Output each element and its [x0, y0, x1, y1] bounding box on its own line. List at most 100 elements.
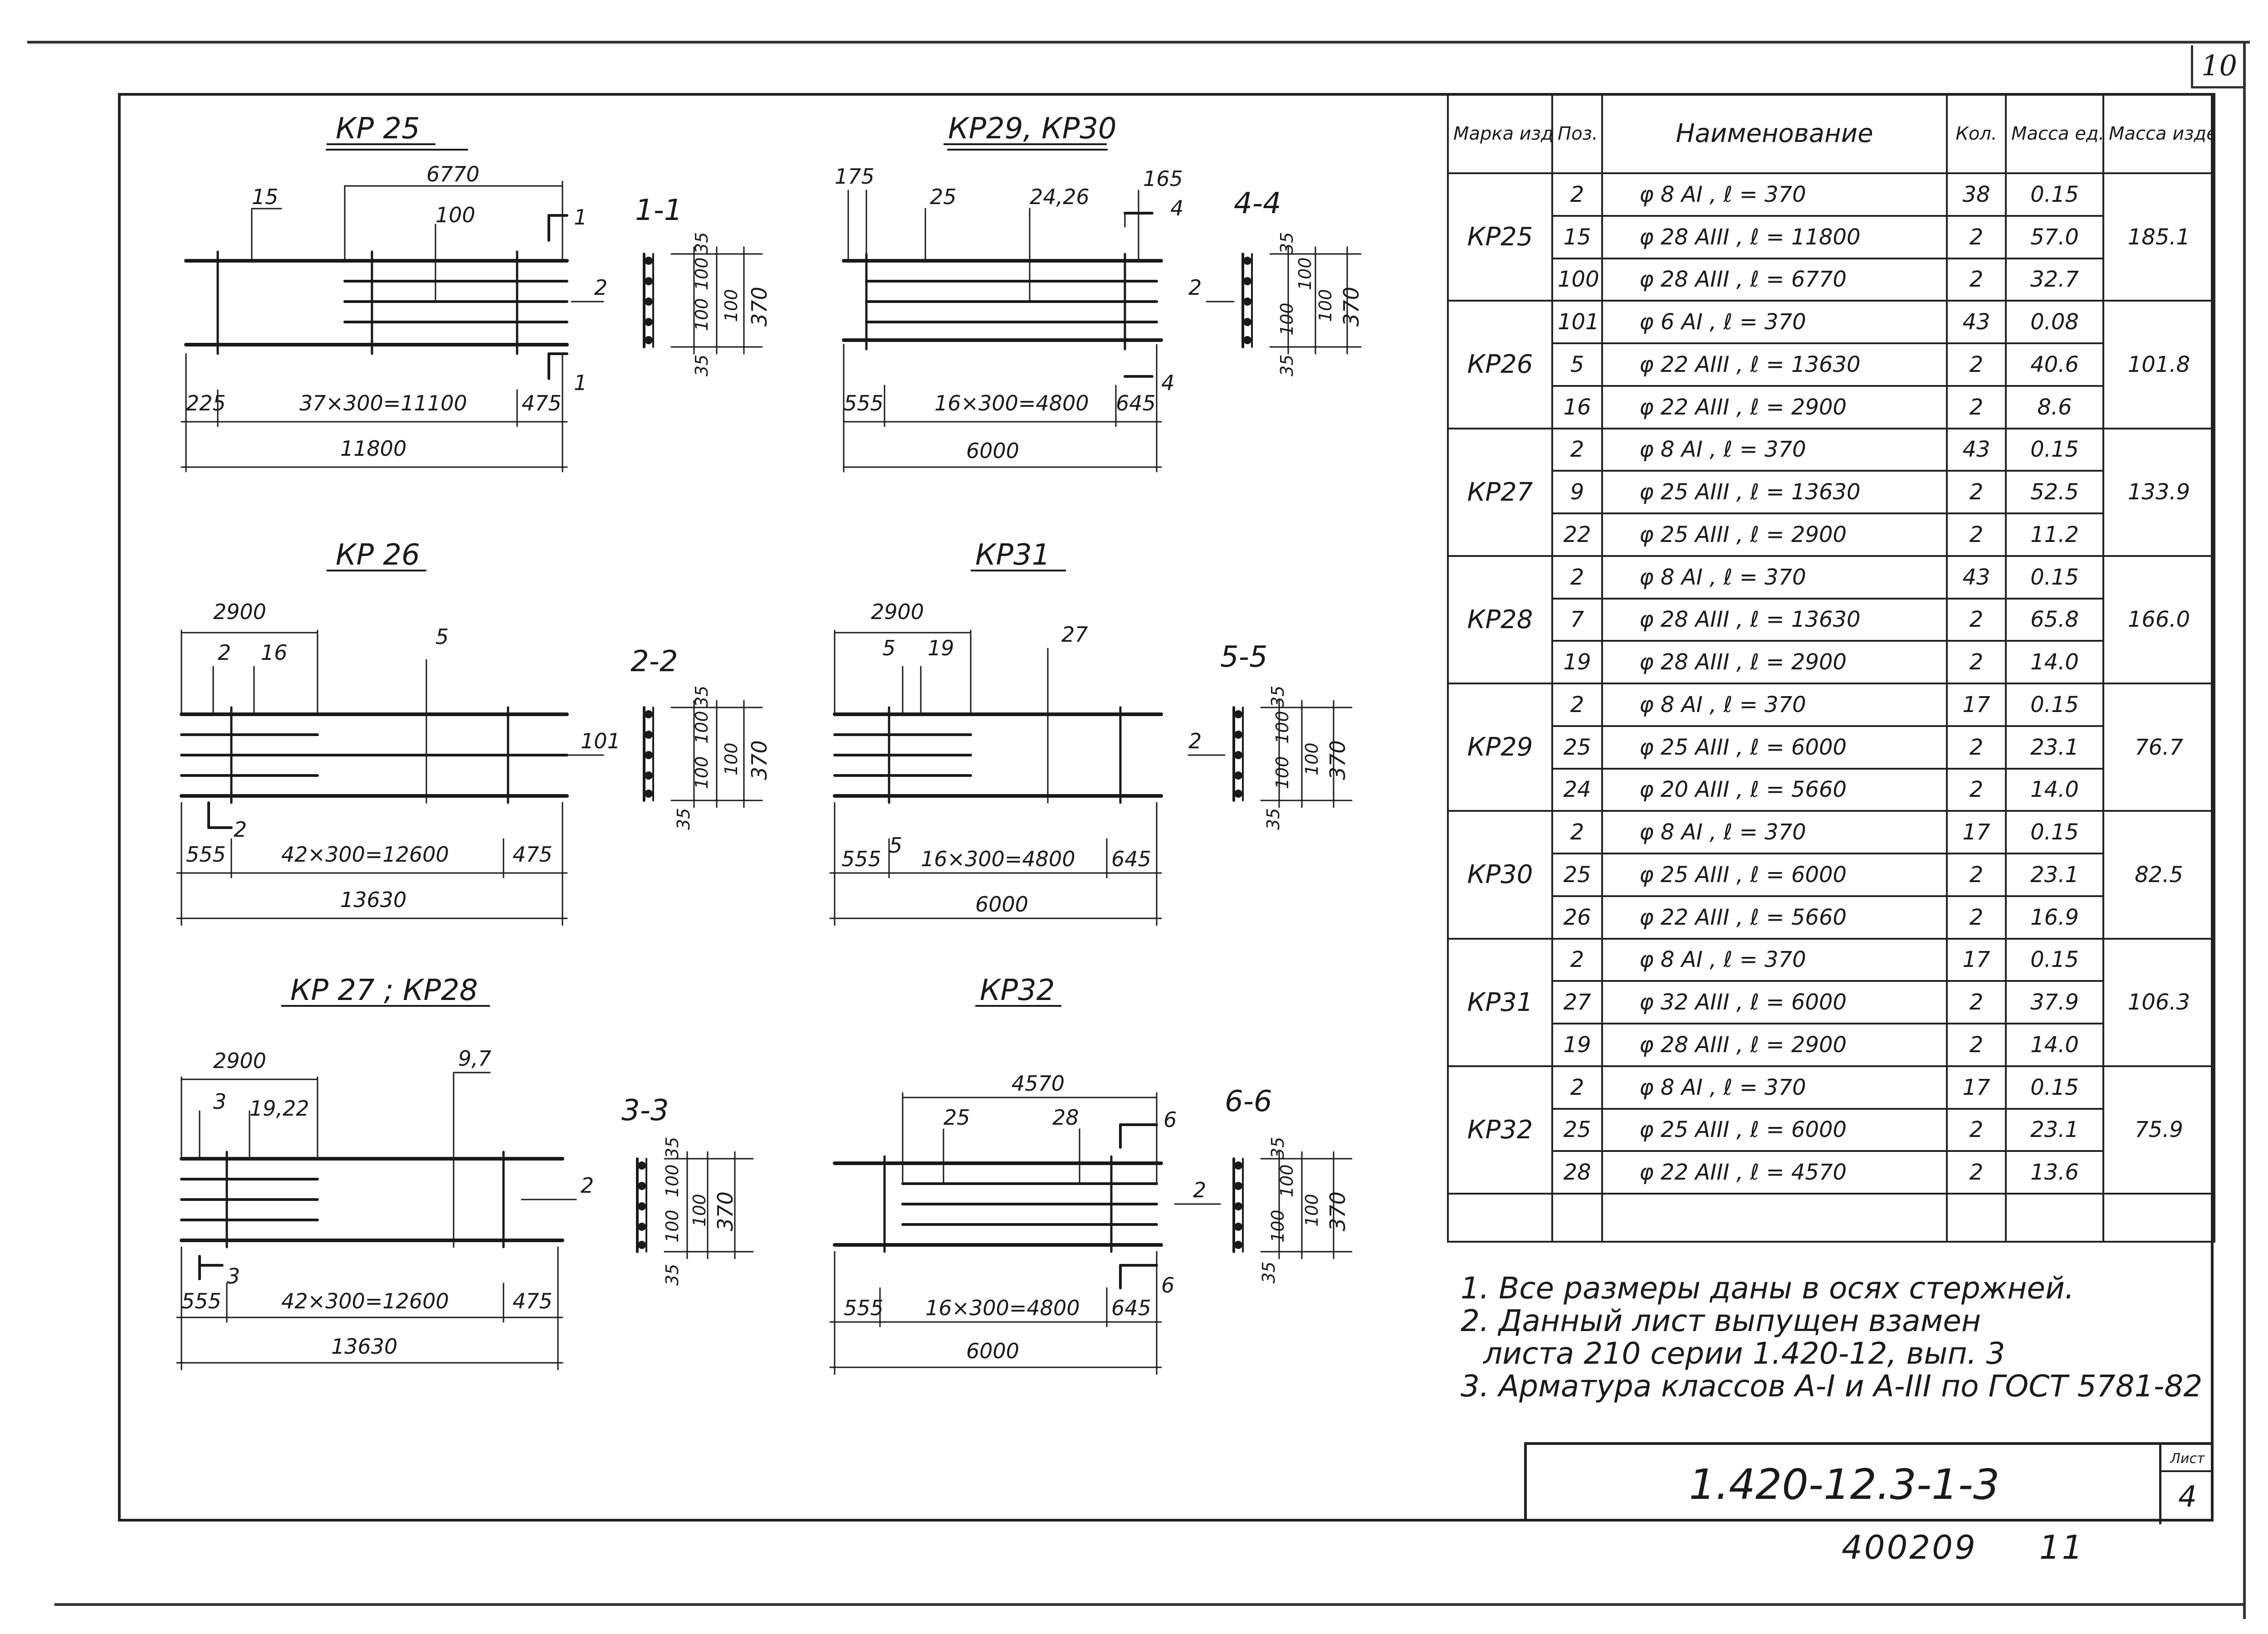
kr27-dim-1922: 19,22: [249, 1096, 309, 1121]
header-qty: Кол.: [1946, 93, 2007, 174]
spec-mass-cell: 11.2: [2005, 512, 2104, 557]
kr31-sec-35-top: 35: [1268, 686, 1288, 707]
spec-empty-cell: [2005, 1193, 2104, 1243]
spec-pos-cell: 25: [1551, 1107, 1603, 1152]
kr26-sec-100a: 100: [692, 711, 712, 744]
sheet-number: 4: [2178, 1480, 2197, 1514]
spec-pos-cell: 24: [1551, 767, 1603, 812]
kr32-bar-label: 2: [1193, 1178, 1206, 1202]
spec-name-cell: φ 8 AI , ℓ = 370: [1601, 683, 1948, 727]
note-2-cont: листа 210 серии 1.420-12, вып. 3: [1483, 1336, 2005, 1371]
spec-qty-cell: 2: [1946, 1150, 2007, 1195]
spec-qty-cell: 43: [1946, 427, 2007, 472]
kr25-sec-35-top: 35: [692, 232, 712, 254]
spec-pos-cell: 25: [1551, 853, 1603, 897]
spec-qty-cell: 2: [1946, 597, 2007, 642]
spec-mass-cell: 0.15: [2005, 1065, 2104, 1110]
spec-pos-cell: 5: [1551, 342, 1603, 387]
notes-block: 1. Все размеры даны в осях стержней. 2. …: [1461, 1272, 2209, 1403]
spec-name-cell: φ 28 AIII , ℓ = 2900: [1601, 1023, 1948, 1067]
spec-pos-cell: 7: [1551, 597, 1603, 642]
kr25-left-offset: 225: [186, 391, 226, 415]
kr29-dim-165: 165: [1143, 166, 1183, 191]
kr29-dim-25: 25: [930, 185, 957, 209]
kr32-section-mark-top: 6: [1163, 1107, 1177, 1132]
header-unit-mass: Масса ед. кг: [2005, 93, 2104, 174]
spec-qty-cell: 2: [1946, 725, 2007, 770]
kr26-sec-100b: 100: [692, 756, 712, 789]
kr32-right-offset: 645: [1111, 1296, 1151, 1320]
outer-border-right: [2243, 41, 2246, 1619]
spec-qty-cell: 2: [1946, 342, 2007, 387]
kr25-section-mark-top: 1: [574, 205, 587, 229]
spec-name-cell: φ 6 AI , ℓ = 370: [1601, 300, 1948, 344]
header-total-mass: Масса изделия кг: [2102, 93, 2215, 174]
spec-mass-cell: 57.0: [2005, 215, 2104, 259]
kr27-sec-100b: 100: [662, 1210, 682, 1243]
spec-pos-cell: 19: [1551, 1023, 1603, 1067]
kr26-left-offset: 555: [186, 842, 226, 867]
kr26-spacing: 42×300=12600: [281, 842, 449, 867]
spec-header-row: Марка изделия Поз. Наименование Кол. Мас…: [1447, 93, 2215, 174]
kr26-dim-16: 16: [261, 640, 288, 665]
kr32-dim-28: 28: [1052, 1105, 1079, 1130]
kr32-title: КР32: [980, 974, 1055, 1007]
detail-kr25: [181, 149, 763, 473]
kr27-sec-35-bottom: 35: [662, 1264, 682, 1286]
kr32-spacing: 16×300=4800: [925, 1296, 1080, 1320]
detail-kr29: [842, 149, 1362, 473]
spec-table: Марка изделия Поз. Наименование Кол. Мас…: [1447, 93, 2215, 1243]
spec-total-mass-cell: 133.9: [2102, 427, 2215, 557]
kr26-dim-5: 5: [435, 624, 449, 649]
kr32-section-mark-bottom: 6: [1161, 1273, 1174, 1297]
spec-mass-cell: 0.15: [2005, 810, 2104, 854]
kr26-sec-370: 370: [747, 740, 772, 780]
spec-name-cell: φ 25 AIII , ℓ = 6000: [1601, 1107, 1948, 1152]
archive-number: 400209 11: [1842, 1528, 2084, 1566]
kr27-dim-3: 3: [213, 1089, 226, 1114]
kr27-sec-100a: 100: [662, 1164, 682, 1197]
kr32-dim-4570: 4570: [1012, 1071, 1065, 1096]
kr29-section-title: 4-4: [1234, 187, 1281, 220]
spec-qty-cell: 38: [1946, 172, 2007, 217]
spec-name-cell: φ 22 AIII , ℓ = 5660: [1601, 895, 1948, 940]
detail-kr32: [829, 1092, 1353, 1375]
outer-border-top: [27, 41, 2250, 44]
spec-total-mass-cell: 106.3: [2102, 937, 2215, 1067]
note-1: 1. Все размеры даны в осях стержней.: [1461, 1271, 2074, 1306]
kr25-sec-100b: 100: [692, 298, 712, 331]
sheet-cell: Лист 4: [2159, 1445, 2214, 1524]
spec-pos-cell: 15: [1551, 215, 1603, 259]
spec-pos-cell: 2: [1551, 937, 1603, 982]
kr31-sec-35-bottom: 35: [1263, 808, 1283, 830]
kr29-sec-100c: 100: [1315, 289, 1335, 322]
kr29-right-offset: 645: [1116, 391, 1156, 415]
spec-total-mass-cell: 185.1: [2102, 172, 2215, 302]
spec-name-cell: φ 28 AIII , ℓ = 13630: [1601, 597, 1948, 642]
spec-pos-cell: 25: [1551, 725, 1603, 770]
kr26-total: 13630: [340, 888, 406, 912]
spec-qty-cell: 2: [1946, 385, 2007, 429]
spec-name-cell: φ 8 AI , ℓ = 370: [1601, 937, 1948, 982]
spec-pos-cell: 27: [1551, 980, 1603, 1024]
spec-mass-cell: 23.1: [2005, 1107, 2104, 1152]
spec-mass-cell: 32.7: [2005, 257, 2104, 302]
spec-qty-cell: 2: [1946, 512, 2007, 557]
kr32-sec-100b: 100: [1268, 1210, 1288, 1243]
spec-pos-cell: 100: [1551, 257, 1603, 302]
spec-name-cell: φ 22 AIII , ℓ = 13630: [1601, 342, 1948, 387]
kr31-dim-19: 19: [928, 636, 954, 660]
kr25-section-title: 1-1: [635, 194, 683, 227]
kr31-dim-5: 5: [882, 636, 895, 660]
kr32-section-title: 6-6: [1225, 1085, 1272, 1118]
spec-brand-cell: КР29: [1447, 682, 1553, 812]
